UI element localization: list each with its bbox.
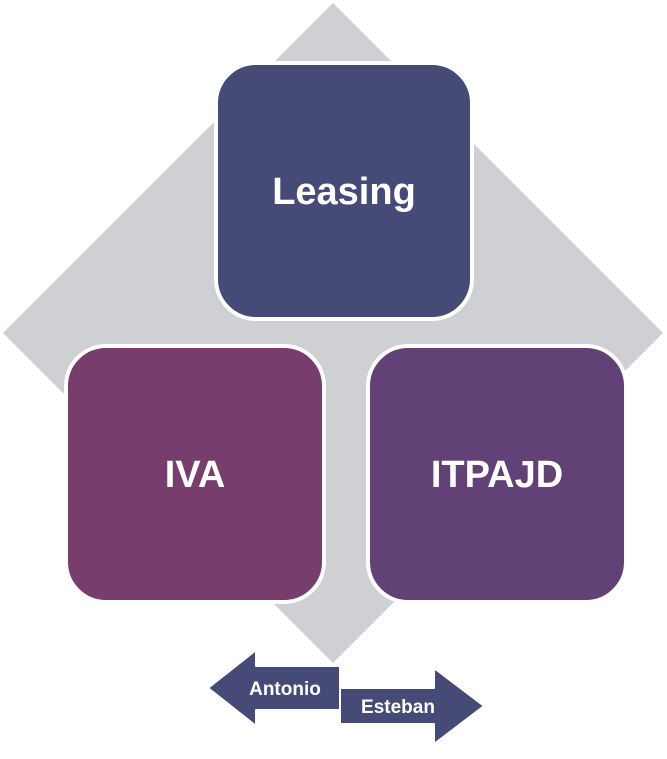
box-leasing-label: Leasing — [272, 171, 416, 213]
box-leasing-shape — [214, 61, 474, 321]
box-itpajd-shape — [366, 344, 628, 604]
box-itpajd-label: ITPAJD — [431, 454, 563, 496]
arrow-esteban-shape — [339, 667, 485, 745]
box-itpajd[interactable]: ITPAJD — [366, 344, 628, 604]
box-iva-shape — [64, 344, 326, 604]
box-iva-label: IVA — [165, 454, 226, 496]
arrow-antonio-label: Antonio — [249, 679, 321, 700]
arrow-esteban-label: Esteban — [361, 697, 435, 718]
arrow-esteban[interactable]: Esteban — [339, 667, 485, 745]
box-iva[interactable]: IVA — [64, 344, 326, 604]
box-leasing[interactable]: Leasing — [214, 61, 474, 321]
arrow-antonio[interactable]: Antonio — [207, 649, 341, 727]
